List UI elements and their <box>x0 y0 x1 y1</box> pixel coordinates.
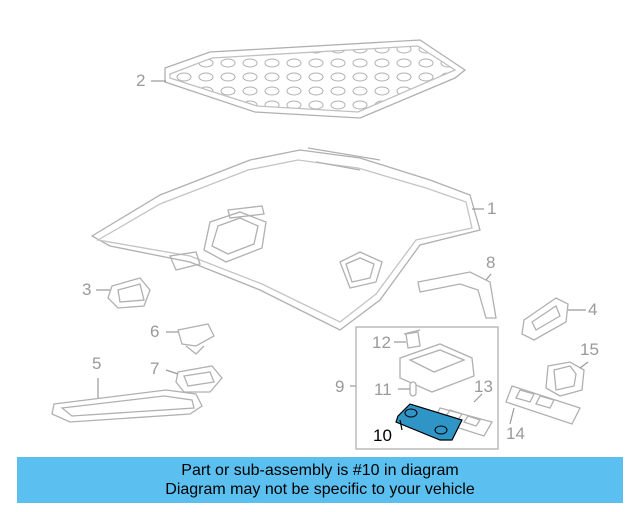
callout-4: 4 <box>588 300 598 319</box>
callout-3: 3 <box>82 280 92 299</box>
leader-line-10 <box>399 419 403 431</box>
info-banner: Part or sub-assembly is #10 in diagram D… <box>17 457 623 503</box>
part-10-highlighted-lens[interactable] <box>395 403 463 441</box>
leader-lines <box>96 80 589 425</box>
callout-15: 15 <box>580 340 599 359</box>
callout-5: 5 <box>92 354 102 373</box>
callout-13: 13 <box>474 377 493 396</box>
callout-7: 7 <box>150 359 160 378</box>
parts-diagram <box>51 39 589 450</box>
callout-14: 14 <box>506 424 525 443</box>
part-6-clip <box>177 323 215 355</box>
callout-12: 12 <box>372 333 391 352</box>
callout-10[interactable]: 10 <box>373 426 392 445</box>
part-15-clip <box>545 361 585 397</box>
callout-11: 11 <box>374 380 392 399</box>
part-3-clip <box>107 277 151 309</box>
part-7-grab-handle-cover <box>175 365 223 393</box>
callout-6: 6 <box>150 322 160 341</box>
banner-line-2: Diagram may not be specific to your vehi… <box>165 481 475 498</box>
part-5-sunvisor <box>51 389 203 423</box>
banner-line-1: Part or sub-assembly is #10 in diagram <box>181 462 459 479</box>
callout-1: 1 <box>487 199 497 218</box>
callout-9: 9 <box>335 377 345 396</box>
part-12-bulb <box>403 329 421 349</box>
part-11-screw <box>409 381 417 397</box>
callout-8: 8 <box>486 253 496 272</box>
part-9-group-box <box>355 326 499 450</box>
part-4-bracket <box>521 297 569 341</box>
part-2-roof-pad <box>164 39 467 119</box>
part-9-console <box>399 343 475 393</box>
part-1-headliner <box>90 147 481 331</box>
callout-2: 2 <box>136 71 146 90</box>
part-14-lamp-lens <box>505 385 581 425</box>
part-8-pillar-trim <box>417 271 497 319</box>
